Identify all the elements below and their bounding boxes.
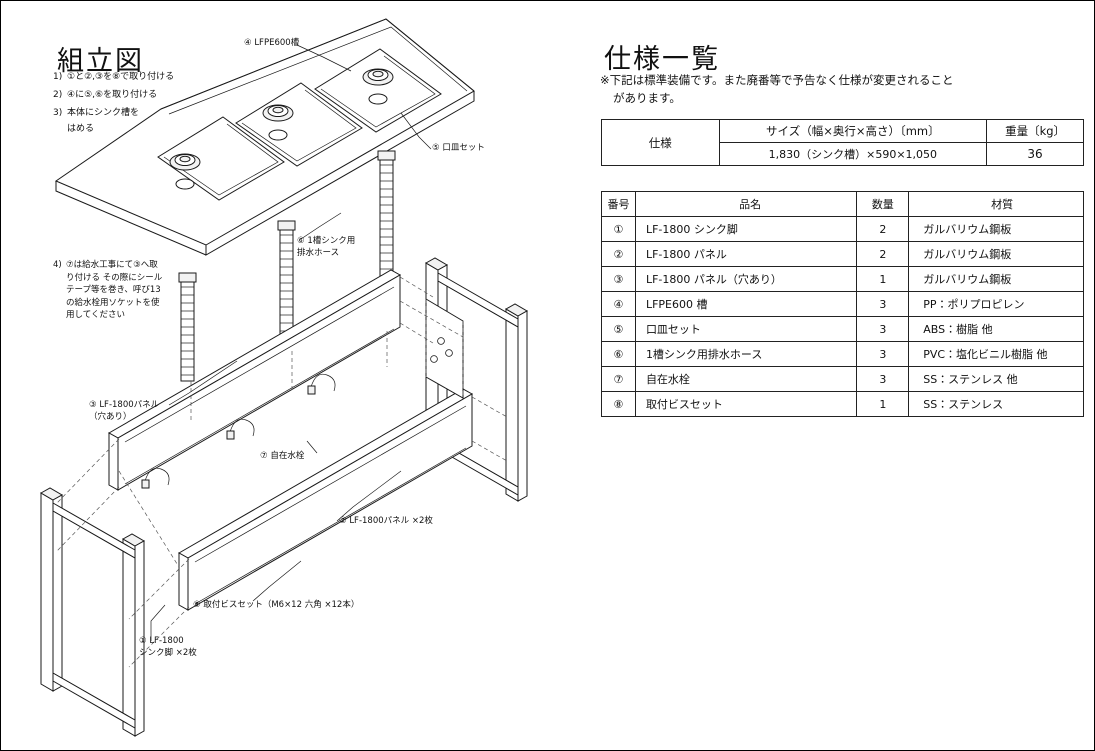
part-number: ⑤: [601, 316, 636, 342]
part-name: LF-1800 シンク脚: [634, 216, 858, 242]
part-number: ④: [601, 291, 636, 317]
callout-plate-set: ⑤ 口皿セット: [432, 143, 485, 153]
step-text: 本体にシンク槽を はめる: [67, 108, 140, 134]
part-material: ABS：樹脂 他: [908, 316, 1084, 342]
part-quantity: 1: [856, 266, 910, 292]
part-number: ②: [601, 241, 636, 267]
specification-table: 仕様 サイズ（幅×奥行×高さ）〔mm〕 重量〔kg〕 1,830（シンク槽）×5…: [601, 119, 1084, 166]
page-title-assembly: 組立図: [57, 46, 144, 78]
part-quantity: 3: [856, 366, 910, 392]
table-row: 1,830（シンク槽）×590×1,050 36: [602, 142, 1084, 166]
step-number: 1): [53, 72, 63, 82]
part-material: ガルバリウム鋼板: [908, 216, 1084, 242]
header-number: 番号: [601, 191, 636, 217]
part-quantity: 3: [856, 316, 910, 342]
assembly-steps-list: 1) ①と②,③を⑧で取り付ける 2) ④に⑤,⑥を取り付ける 3) 本体にシン…: [53, 69, 243, 139]
callout-screw-set: ⑧ 取付ビスセット（M6×12 六角 ×12本）: [193, 600, 360, 610]
assembly-step-4: 4) ⑦は給水工事にて③へ取り付ける その際にシールテープ等を巻き、呼び13の給…: [53, 259, 165, 322]
part-material: SS：ステンレス 他: [908, 366, 1084, 392]
part-material: SS：ステンレス: [908, 391, 1084, 417]
header-part-name: 品名: [634, 191, 858, 217]
assembly-drawing-panel: 組立図 1) ①と②,③を⑧で取り付ける 2) ④に⑤,⑥を取り付ける 3) 本…: [1, 1, 566, 750]
part-name: LF-1800 パネル（穴あり）: [634, 266, 858, 292]
page-title-spec: 仕様一覧: [604, 44, 720, 76]
part-number: ⑦: [601, 366, 636, 392]
part-name: 自在水栓: [634, 366, 858, 392]
assembly-step: 3) 本体にシンク槽を はめる: [53, 105, 243, 137]
table-row: 仕様 サイズ（幅×奥行×高さ）〔mm〕 重量〔kg〕: [601, 119, 1084, 166]
spec-size-value: 1,830（シンク槽）×590×1,050: [718, 142, 988, 166]
part-quantity: 2: [856, 241, 910, 267]
callout-faucet: ⑦ 自在水栓: [260, 451, 305, 461]
specification-panel: 仕様一覧 ※下記は標準装備です。また廃番等で予告なく仕様が変更されること があり…: [566, 1, 1094, 750]
part-name: 取付ビスセット: [634, 391, 858, 417]
part-number: ①: [601, 216, 636, 242]
assembly-step: 2) ④に⑤,⑥を取り付ける: [53, 87, 243, 103]
spec-weight-header: 重量〔kg〕: [986, 119, 1084, 143]
spec-label: 仕様: [601, 119, 720, 166]
notice-line-2: があります。: [613, 91, 681, 105]
part-number: ③: [601, 266, 636, 292]
callout-tank: ④ LFPE600槽: [244, 38, 300, 48]
part-quantity: 1: [856, 391, 910, 417]
callout-leg: ① LF-1800 シンク脚 ×2枚: [139, 636, 197, 658]
part-name: LFPE600 槽: [634, 291, 858, 317]
table-header-row: 番号 品名 数量 材質: [601, 191, 1084, 217]
part-material: ガルバリウム鋼板: [908, 241, 1084, 267]
callout-panel-hole: ③ LF-1800パネル （穴あり）: [89, 400, 160, 422]
spec-weight-value: 36: [986, 142, 1084, 166]
spec-notice: ※下記は標準装備です。また廃番等で予告なく仕様が変更されること があります。: [600, 71, 1082, 107]
header-material: 材質: [908, 191, 1084, 217]
part-material: PP：ポリプロピレン: [908, 291, 1084, 317]
part-quantity: 2: [856, 216, 910, 242]
spec-size-header: サイズ（幅×奥行×高さ）〔mm〕: [718, 119, 988, 143]
step-text: ①と②,③を⑧で取り付ける: [67, 72, 175, 82]
part-number: ⑧: [601, 391, 636, 417]
part-number: ⑥: [601, 341, 636, 367]
callout-drain-hose: ⑥ 1槽シンク用 排水ホース: [297, 236, 356, 258]
part-name: 口皿セット: [634, 316, 858, 342]
step-number: 3): [53, 108, 63, 118]
step-number: 4): [53, 260, 62, 270]
part-name: 1槽シンク用排水ホース: [634, 341, 858, 367]
part-material: PVC：塩化ビニル樹脂 他: [908, 341, 1084, 367]
part-quantity: 3: [856, 291, 910, 317]
part-quantity: 3: [856, 341, 910, 367]
part-material: ガルバリウム鋼板: [908, 266, 1084, 292]
step-text: ④に⑤,⑥を取り付ける: [67, 90, 158, 100]
assembly-step: 1) ①と②,③を⑧で取り付ける: [53, 69, 243, 85]
part-name: LF-1800 パネル: [634, 241, 858, 267]
step-text: ⑦は給水工事にて③へ取り付ける その際にシールテープ等を巻き、呼び13の給水栓用…: [66, 260, 163, 321]
callout-panel: ② LF-1800パネル ×2枚: [339, 516, 433, 526]
step-number: 2): [53, 90, 63, 100]
header-quantity: 数量: [856, 191, 910, 217]
notice-line-1: ※下記は標準装備です。また廃番等で予告なく仕様が変更されること: [600, 73, 954, 87]
